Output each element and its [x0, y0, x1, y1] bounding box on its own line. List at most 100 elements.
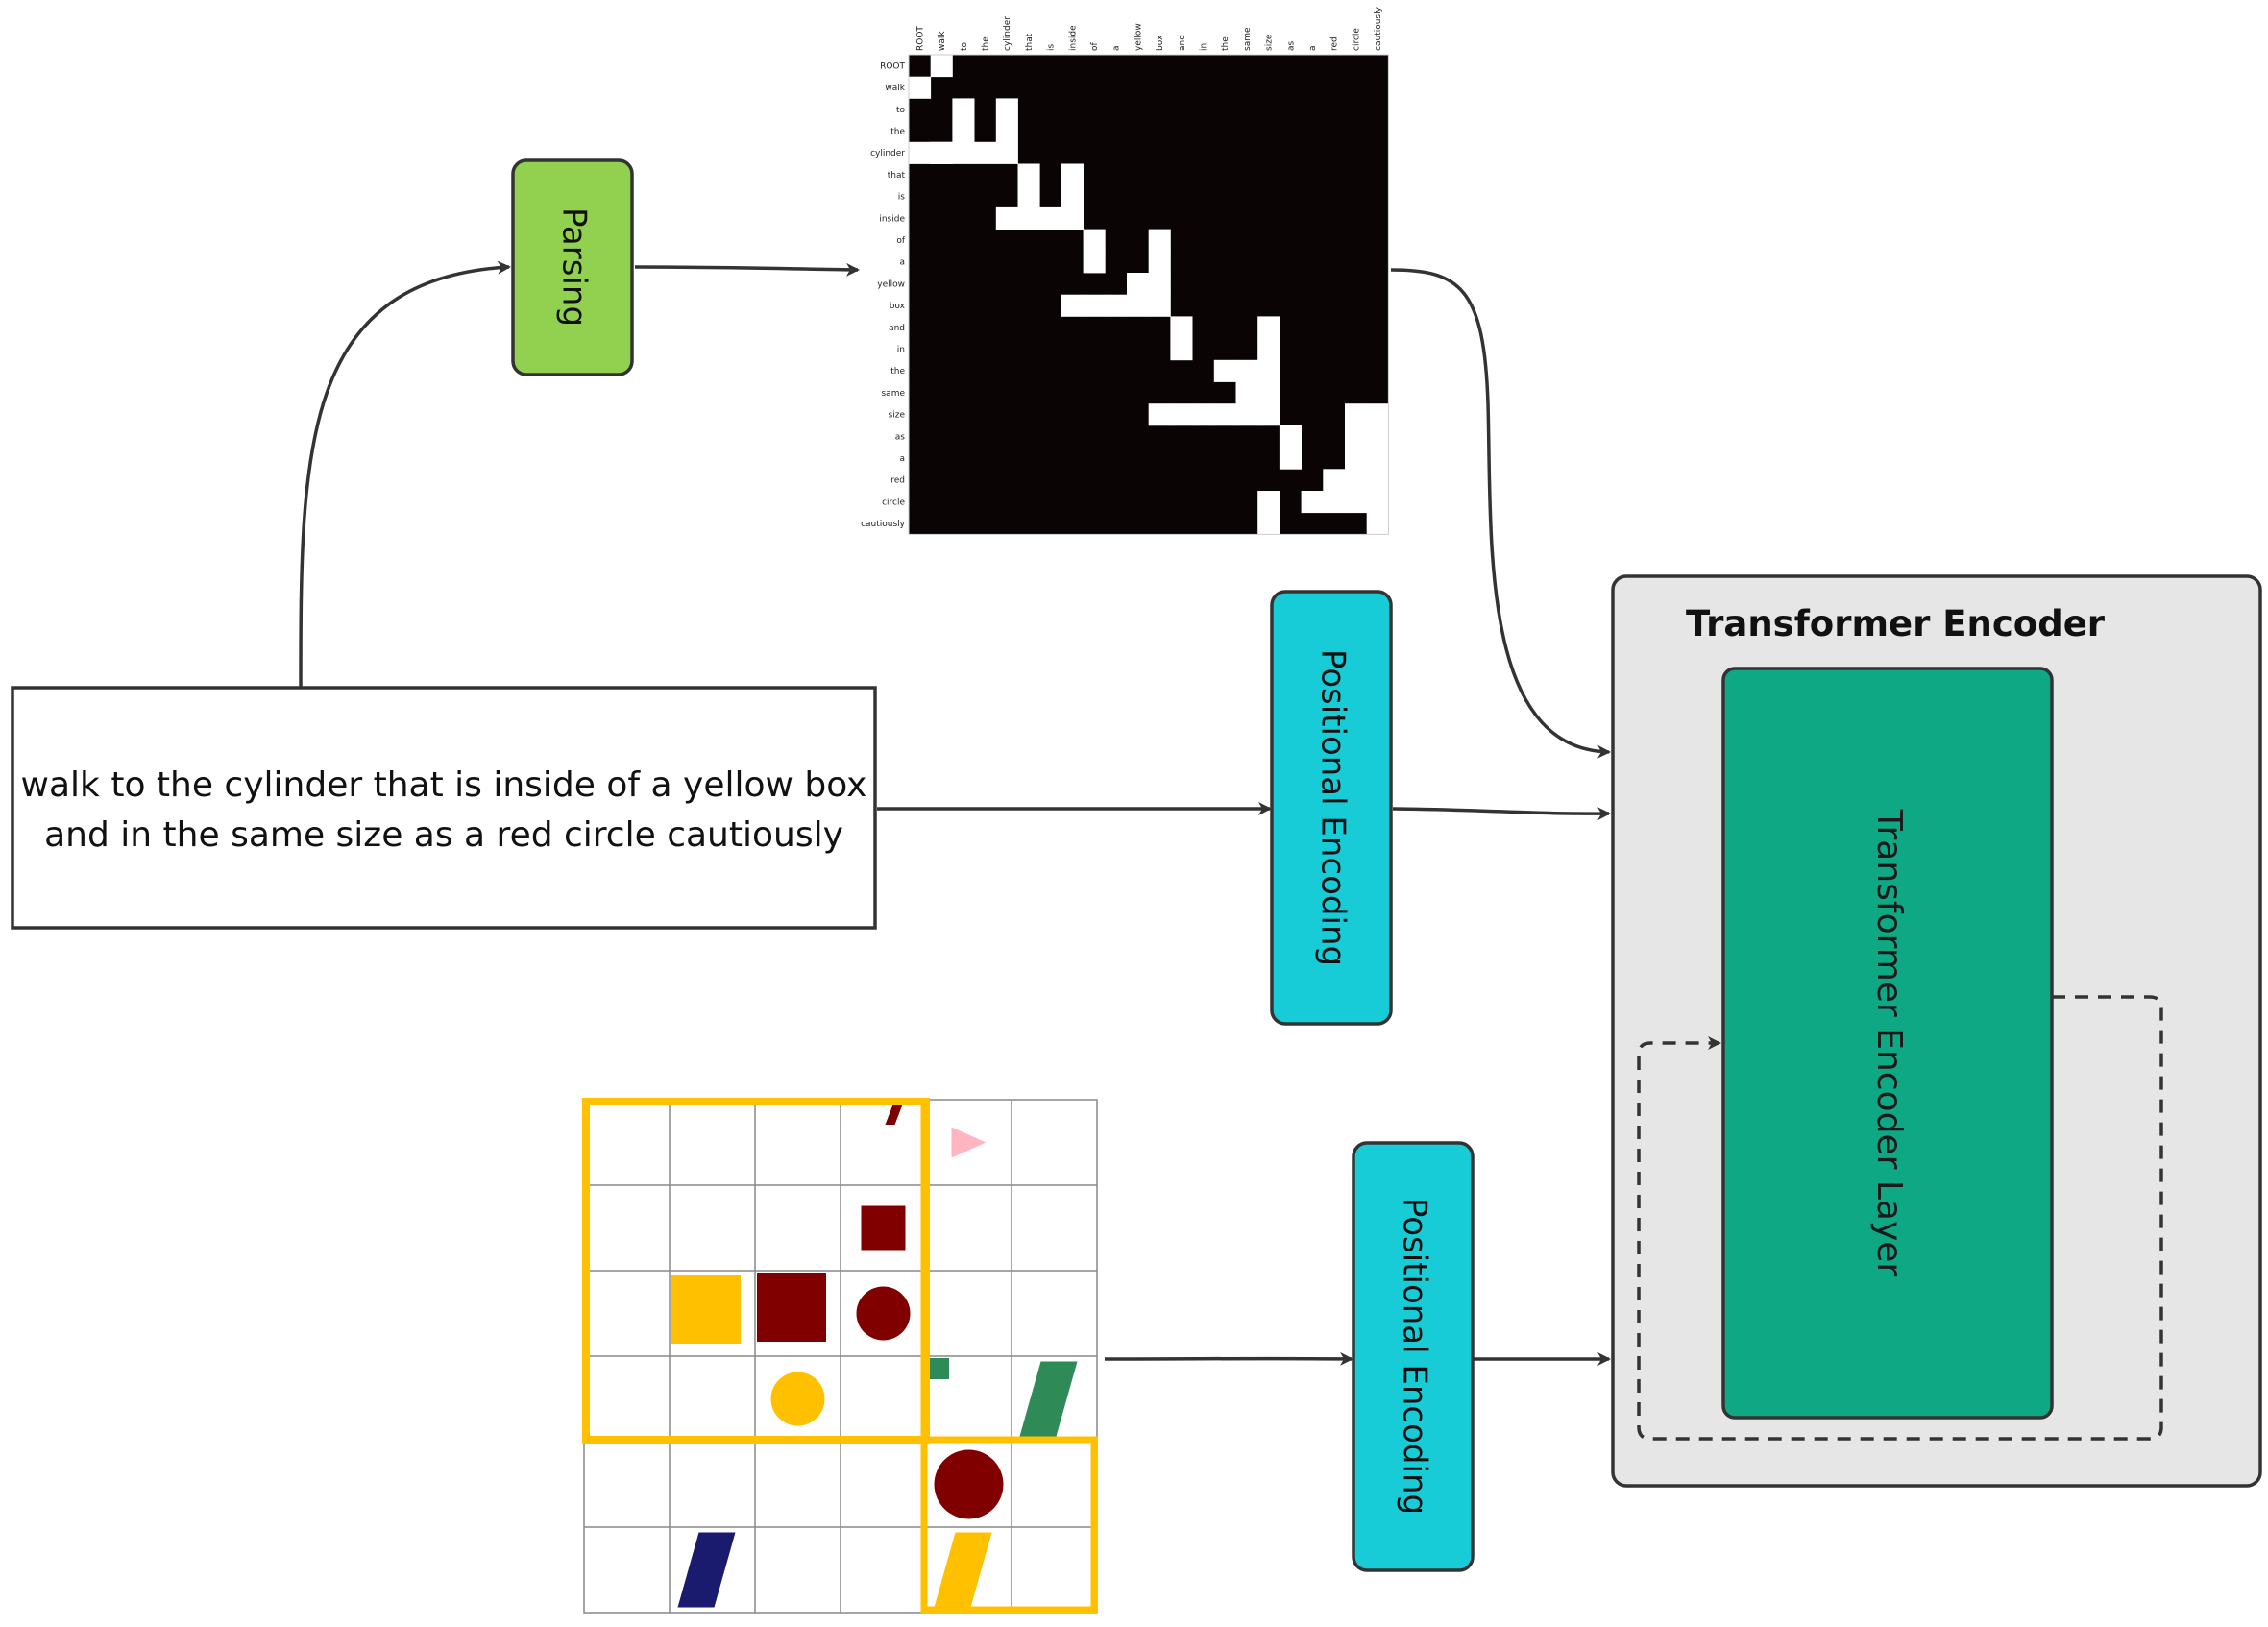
grid-world [582, 1098, 1098, 1614]
matrix-col-label: yellow [1134, 23, 1143, 51]
matrix-row-label: inside [879, 214, 905, 224]
matrix-cell [1257, 512, 1280, 535]
matrix-col-label: cautiously [1374, 6, 1383, 51]
matrix-col-label: cylinder [1003, 16, 1012, 51]
matrix-cell [1061, 206, 1084, 230]
matrix-cell [1017, 163, 1040, 186]
matrix-col-label: inside [1068, 25, 1078, 51]
matrix-cell [1148, 229, 1171, 252]
matrix-col-label: is [1047, 43, 1057, 51]
matrix-cell [1235, 381, 1258, 404]
matrix-cell [1345, 447, 1368, 470]
input-sentence-line2: and in the same size as a red circle cau… [44, 815, 843, 855]
matrix-cell [1279, 447, 1302, 470]
matrix-row-label: that [888, 171, 906, 181]
matrix-cell [1279, 425, 1302, 448]
matrix-cell [1366, 469, 1389, 492]
matrix-col-label: of [1090, 41, 1100, 51]
matrix-cell [909, 141, 932, 164]
matrix-cell [1366, 491, 1389, 514]
matrix-col-label: a [1112, 45, 1122, 51]
matrix-col-label: ROOT [915, 26, 925, 51]
grid-shape-circle [856, 1286, 911, 1341]
matrix-col-label: walk [938, 31, 947, 51]
matrix-cell [1257, 491, 1280, 514]
matrix-cell [1257, 338, 1280, 361]
matrix-cell [1017, 185, 1040, 208]
matrix-cell [1366, 512, 1389, 535]
matrix-cell [952, 120, 975, 143]
matrix-col-label: red [1330, 36, 1340, 51]
grid-shape-square [671, 1275, 741, 1344]
matrix-cell [995, 141, 1018, 164]
grid-shape-square [861, 1205, 906, 1251]
matrix-cell [1083, 251, 1106, 274]
grid-shape-parallelogram [934, 1532, 992, 1608]
matrix-cell [1213, 359, 1236, 382]
matrix-cell [930, 55, 953, 78]
grid-shape-square [757, 1273, 826, 1342]
matrix-cell [1061, 185, 1084, 208]
matrix-cell [1323, 469, 1346, 492]
arrow-input-to-parsing [299, 260, 511, 689]
matrix-cell [1083, 229, 1106, 252]
matrix-row-label: box [890, 302, 906, 311]
matrix-cell [1366, 447, 1389, 470]
matrix-cell [1345, 469, 1368, 492]
matrix-cell [995, 206, 1018, 230]
grid-shape-triangle [951, 1127, 987, 1158]
parsing-block: Parsing [511, 158, 634, 376]
matrix-row-label: yellow [877, 279, 905, 289]
matrix-cell [1170, 316, 1193, 339]
matrix-cell [1127, 294, 1150, 317]
matrix-cell [1345, 425, 1368, 448]
matrix-cell [1061, 163, 1084, 186]
matrix-cell [1366, 425, 1389, 448]
matrix-col-label: size [1265, 34, 1275, 51]
matrix-cell [909, 76, 932, 99]
matrix-col-label: that [1025, 33, 1035, 51]
matrix-col-label: circle [1352, 28, 1361, 51]
matrix-cell [1345, 403, 1368, 426]
matrix-cell [930, 141, 953, 164]
matrix-cell [1148, 294, 1171, 317]
matrix-cell [974, 141, 997, 164]
positional-encoding-top: Positional Encoding [1270, 590, 1393, 1026]
matrix-row-label: the [890, 127, 905, 136]
grid-shape-parallelogram [677, 1532, 736, 1608]
matrix-row-label: as [895, 432, 906, 442]
matrix-cell [1083, 294, 1106, 317]
grid-shape-circle [770, 1372, 825, 1426]
matrix-col-label: same [1243, 27, 1253, 51]
matrix-row-label: to [896, 106, 906, 115]
matrix-cell [1170, 403, 1193, 426]
matrix-col-label: in [1199, 43, 1208, 51]
transformer-encoder: Transformer Encoder Transformer Encoder … [1611, 574, 2262, 1488]
matrix-cell [1213, 403, 1236, 426]
matrix-cell [995, 98, 1018, 121]
positional-encoding-bottom-label: Positional Encoding [1396, 1198, 1434, 1515]
input-sentence-line1: walk to the cylinder that is inside of a… [21, 765, 867, 805]
matrix-row-label: cautiously [861, 520, 906, 529]
matrix-cell [1301, 491, 1324, 514]
highlight-region-small [920, 1436, 1098, 1614]
matrix-cell [1039, 206, 1062, 230]
input-sentence-box: walk to the cylinder that is inside of a… [11, 686, 877, 930]
matrix-row-label: ROOT [880, 61, 905, 71]
parsing-label: Parsing [555, 207, 594, 327]
matrix-cell [1366, 403, 1389, 426]
matrix-row-label: is [898, 193, 906, 203]
matrix-cell [1170, 338, 1193, 361]
positional-encoding-top-label: Positional Encoding [1314, 649, 1353, 966]
transformer-encoder-title: Transformer Encoder [1686, 603, 2106, 644]
matrix-row-label: size [889, 411, 906, 421]
matrix-border [908, 54, 1389, 535]
matrix-row-label: circle [882, 498, 905, 507]
transformer-encoder-layer [1721, 667, 2054, 1420]
matrix-cell [1148, 273, 1171, 296]
matrix-cell [1345, 491, 1368, 514]
transformer-encoder-layer-label: Transformer Encoder Layer [1869, 809, 1909, 1277]
matrix-cell [1148, 403, 1171, 426]
matrix-row-label: of [896, 236, 906, 246]
arrow-matrix-to-encoder [1390, 268, 1611, 759]
